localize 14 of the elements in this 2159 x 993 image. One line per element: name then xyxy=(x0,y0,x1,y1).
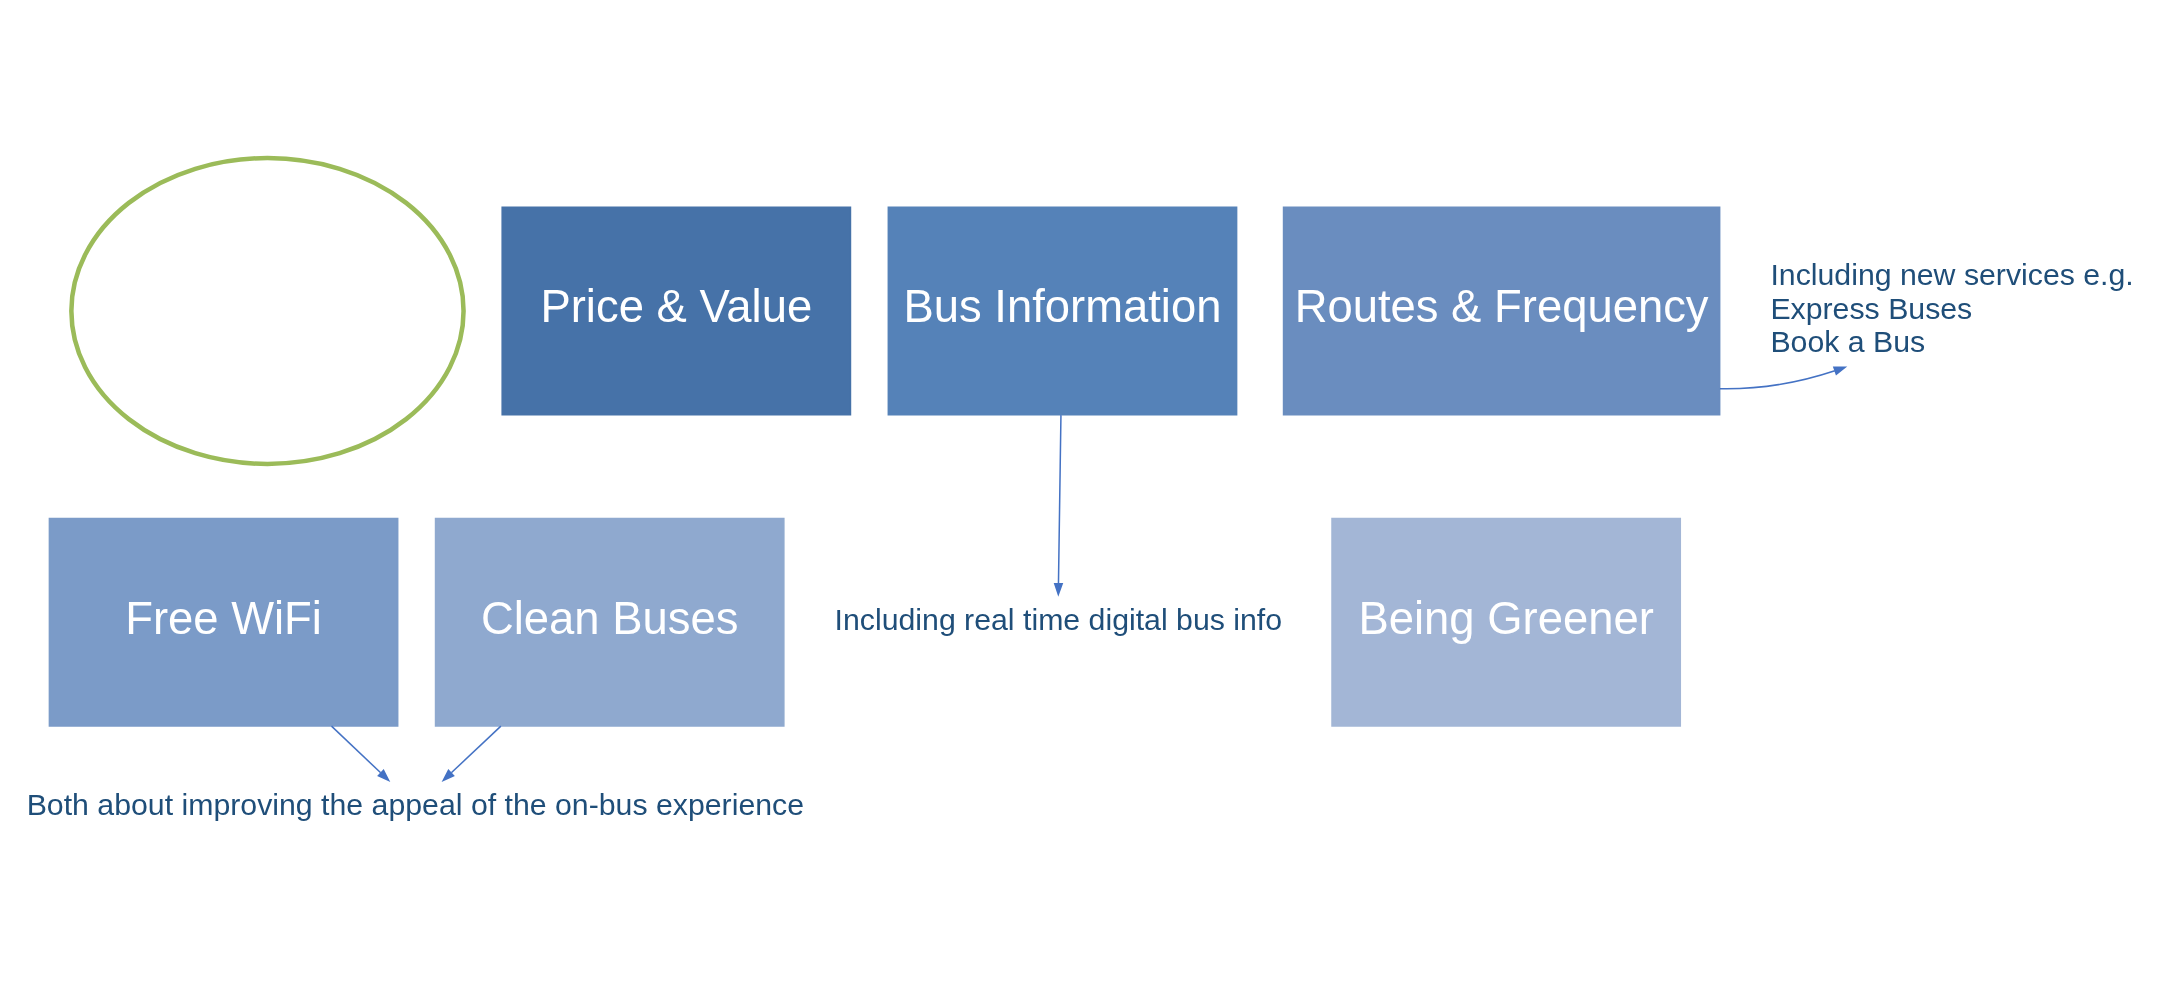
node-box: Routes & Frequency xyxy=(1282,206,1721,416)
arrow xyxy=(1719,366,1848,390)
node-box: Free WiFi xyxy=(48,517,399,727)
node-box: Being Greener xyxy=(1331,517,1682,727)
node-box: Price & Value xyxy=(501,206,852,416)
node-box: Clean Buses xyxy=(434,517,785,727)
arrow xyxy=(441,725,502,782)
node-ellipse xyxy=(69,155,466,467)
node-text: Including new services e.g. Express Buses Book a Bus xyxy=(1770,258,2134,358)
node-box: Bus Information xyxy=(887,206,1238,416)
node-text: Including real time digital bus info xyxy=(834,602,1283,636)
node-text: Both about improving the appeal of the on-bus experience xyxy=(26,788,805,822)
arrow xyxy=(330,725,391,782)
arrow xyxy=(1053,414,1064,597)
